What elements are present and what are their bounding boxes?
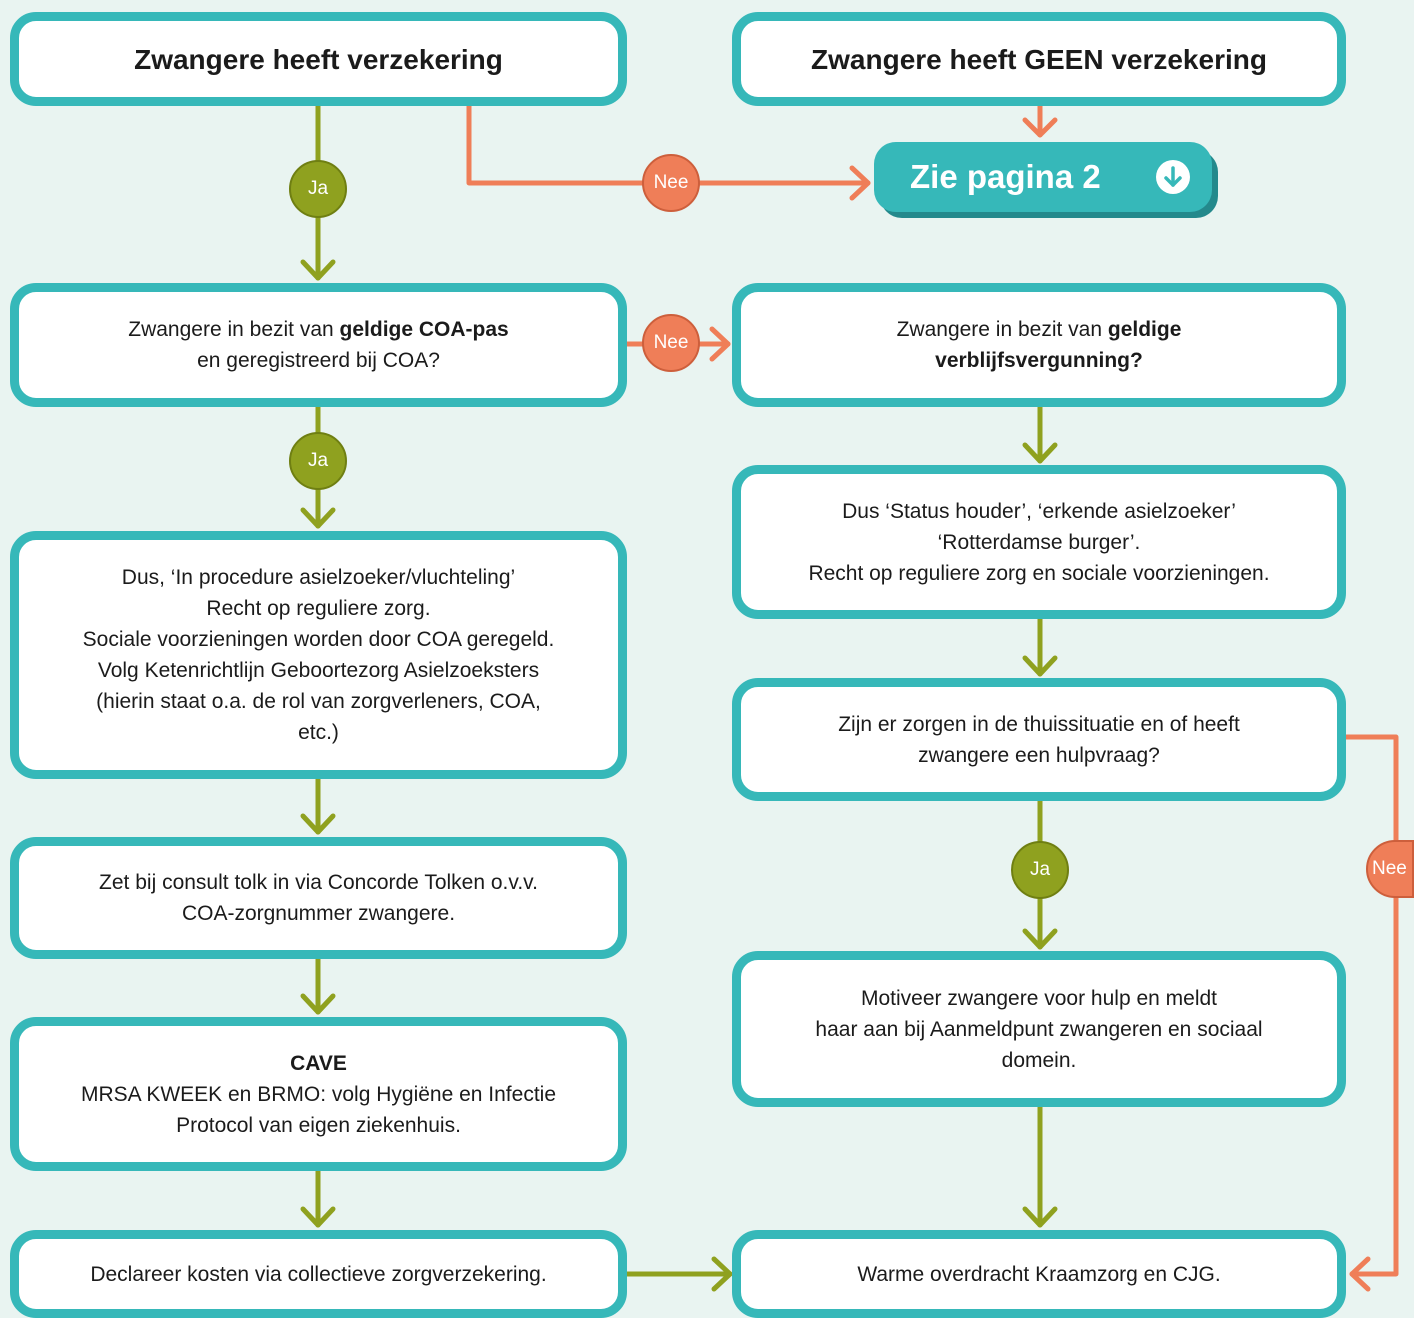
arrowhead — [300, 813, 336, 835]
box-motiveer-line: domein. — [1001, 1048, 1077, 1072]
arrowhead — [300, 1206, 336, 1228]
box-procedure-line: (hierin staat o.a. de rol van zorgverlen… — [96, 690, 541, 713]
badge-ja-label: Ja — [307, 178, 329, 199]
box-warme-text: Warme overdracht Kraamzorg en CJG. — [857, 1262, 1221, 1286]
arrowhead — [1022, 928, 1058, 950]
box-tolk-line: COA-zorgnummer zwangere. — [181, 902, 456, 925]
box-declareer-text: Declareer kosten via collectieve zorgver… — [90, 1262, 547, 1286]
box-procedure: Dus, ‘In procedure asielzoeker/vluchteli… — [10, 531, 627, 779]
badge-nee-label: Nee — [1372, 858, 1407, 879]
badge-nee-label: Nee — [653, 332, 689, 353]
arrowhead — [1022, 117, 1058, 138]
box-motiveer-line: haar aan bij Aanmeldpunt zwangeren en so… — [815, 1017, 1263, 1041]
box-geen-verzekering: Zwangere heeft GEEN verzekering — [732, 12, 1346, 106]
badge-ja-label: Ja — [307, 450, 329, 471]
badge-ja: Ja — [1011, 841, 1069, 899]
box-cave-line: Protocol van eigen ziekenhuis. — [176, 1113, 461, 1137]
arrow-down-circle-icon — [1156, 160, 1190, 194]
box-zorgen: Zijn er zorgen in de thuissituatie en of… — [732, 678, 1346, 801]
zie-pagina-2-button[interactable]: Zie pagina 2 — [874, 142, 1212, 212]
box-procedure-line: Dus, ‘In procedure asielzoeker/vluchteli… — [121, 566, 516, 589]
badge-nee: Nee — [642, 314, 700, 372]
box-verblijfsvergunning: Zwangere in bezit van geldige verblijfsv… — [732, 283, 1346, 407]
arrowhead — [1022, 442, 1058, 464]
badge-nee: Nee — [642, 154, 700, 212]
arrowhead — [709, 326, 731, 362]
box-cave-title: CAVE — [290, 1051, 347, 1075]
arrowhead — [300, 259, 336, 281]
arrowhead — [849, 165, 871, 201]
box-status-houder: Dus ‘Status houder’, ‘erkende asielzoeke… — [732, 465, 1346, 619]
arrowhead — [1022, 1206, 1058, 1228]
box-status-line: ‘Rotterdamse burger’. — [937, 530, 1141, 554]
box-zorgen-line: Zijn er zorgen in de thuissituatie en of… — [838, 712, 1240, 736]
box-procedure-line: Volg Ketenrichtlijn Geboortezorg Asielzo… — [97, 659, 540, 682]
arrowhead — [1349, 1256, 1371, 1292]
box-tolk: Zet bij consult tolk in via Concorde Tol… — [10, 837, 627, 959]
box-procedure-line: Sociale voorzieningen worden door COA ge… — [82, 628, 555, 651]
box-zorgen-line: zwangere een hulpvraag? — [918, 743, 1160, 767]
box-coa-pas-post: en geregistreerd bij COA? — [197, 349, 440, 372]
badge-nee-label: Nee — [653, 172, 689, 193]
box-motiveer-line: Motiveer zwangere voor hulp en meldt — [860, 986, 1217, 1010]
box-declareer: Declareer kosten via collectieve zorgver… — [10, 1230, 627, 1318]
box-heeft-verzekering: Zwangere heeft verzekering — [10, 12, 627, 106]
box-cave: CAVE MRSA KWEEK en BRMO: volg Hygiëne en… — [10, 1017, 627, 1171]
badge-nee: Nee — [1366, 840, 1414, 898]
connector-nee-1 — [466, 99, 871, 186]
box-tolk-line: Zet bij consult tolk in via Concorde Tol… — [99, 871, 538, 894]
box-procedure-line: etc.) — [298, 721, 339, 744]
box-coa-pas-bold: geldige COA-pas — [339, 318, 509, 341]
zie-pagina-2-label: Zie pagina 2 — [910, 158, 1101, 195]
box-verblijf-pre: Zwangere in bezit van — [896, 318, 1108, 341]
box-verblijf-bold1: geldige — [1107, 318, 1182, 341]
box-coa-pas-pre: Zwangere in bezit van — [128, 318, 340, 341]
box-warme-overdracht: Warme overdracht Kraamzorg en CJG. — [732, 1230, 1346, 1318]
arrowhead — [711, 1256, 733, 1292]
box-verblijf-bold2: verblijfsvergunning? — [935, 349, 1143, 372]
connector-nee-3 — [1343, 734, 1399, 1277]
box-status-line: Recht op reguliere zorg en sociale voorz… — [808, 561, 1270, 585]
arrowhead — [300, 507, 336, 529]
box-cave-line: MRSA KWEEK en BRMO: volg Hygiëne en Infe… — [80, 1082, 557, 1106]
badge-ja-label: Ja — [1029, 859, 1051, 880]
box-coa-pas: Zwangere in bezit van geldige COA-pas en… — [10, 283, 627, 407]
badge-ja: Ja — [289, 432, 347, 490]
arrowhead — [300, 993, 336, 1015]
box-status-line: Dus ‘Status houder’, ‘erkende asielzoeke… — [842, 499, 1236, 523]
badge-ja: Ja — [289, 160, 347, 218]
box-procedure-line: Recht op reguliere zorg. — [206, 597, 431, 620]
box-motiveer: Motiveer zwangere voor hulp en meldt haa… — [732, 951, 1346, 1107]
box-heeft-verzekering-text: Zwangere heeft verzekering — [134, 43, 503, 75]
arrowhead — [1022, 655, 1058, 677]
box-geen-verzekering-text: Zwangere heeft GEEN verzekering — [811, 43, 1267, 75]
